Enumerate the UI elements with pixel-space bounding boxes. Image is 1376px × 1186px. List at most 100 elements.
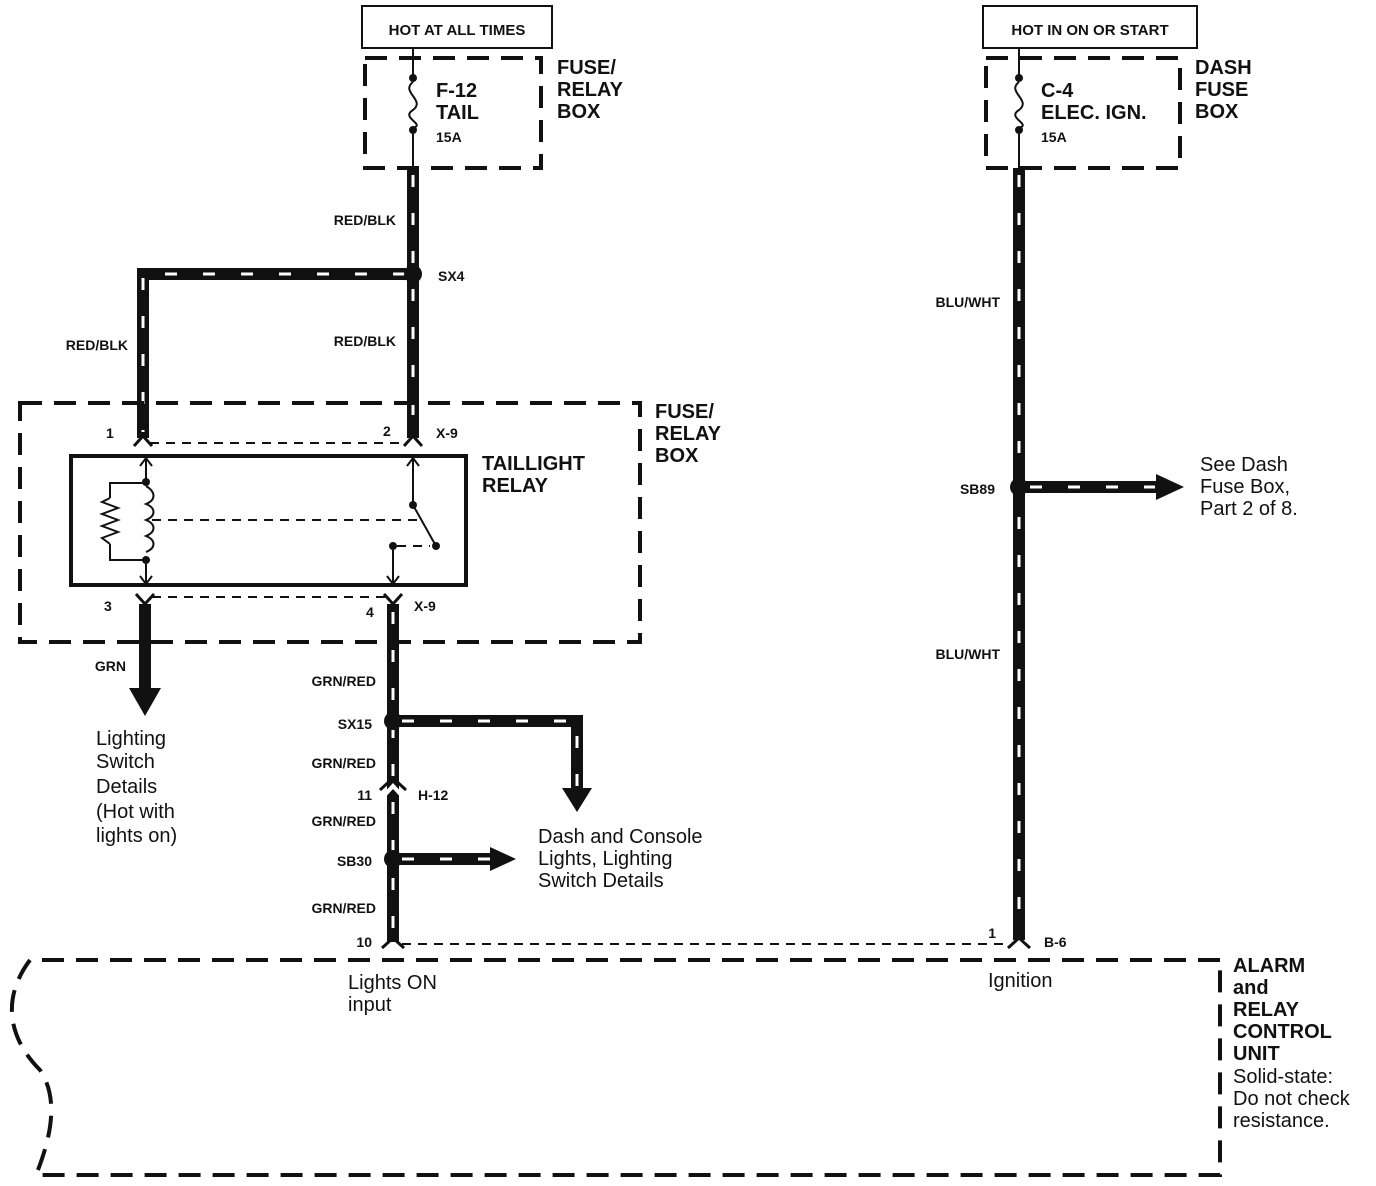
pin-4-label: 4 [366,604,374,620]
resistor-icon [99,497,121,545]
ignition-input: Ignition [988,970,1053,992]
pin-10-chevron [380,935,406,950]
relay-switch-contact-right [432,542,440,550]
hot-in-on-label: HOT IN ON OR START [1011,22,1168,39]
fuse-icon-f12 [408,81,418,129]
lights-on-input-1: Lights ON [348,972,437,994]
lighting-switch-ref-1: Lighting [96,728,166,750]
pin-2-chevron [402,433,424,448]
fuse-relay-box-mid [18,401,642,644]
wire-label-grn-red-4: GRN/RED [311,900,376,916]
wire-grn-red-sx15-branch-hatch [402,719,579,786]
alarm-unit-label-4: CONTROL [1233,1021,1332,1043]
relay-switch-blade [412,504,437,547]
see-dash-ref-2: Fuse Box, [1200,476,1290,498]
pin-11-label: 11 [357,787,372,803]
relay-resistor-frame [109,482,146,498]
f12-rating: 15A [436,129,462,145]
wire-label-grn-red-2: GRN/RED [311,755,376,771]
relay-arrow-up-right [406,456,420,467]
relay-switch-contact-left [389,542,397,550]
arrow-grn-down-icon [129,688,161,716]
arrow-sx15-down-icon [562,788,592,812]
alarm-unit-label-3: RELAY [1233,999,1300,1021]
alarm-unit-note-1: Solid-state: [1233,1066,1333,1088]
pin-2-label: 2 [383,423,391,439]
splice-sb30-label: SB30 [337,853,372,869]
pin-1-chevron [132,433,154,448]
c4-node-bottom [1015,126,1023,134]
f12-name: TAIL [436,102,479,124]
wire-label-red-blk-mid: RED/BLK [334,333,396,349]
connector-h12-chevron [380,783,406,800]
pin-10-label: 10 [356,934,372,950]
c4-rating: 15A [1041,129,1067,145]
wire-label-grn-red-1: GRN/RED [311,673,376,689]
relay-arrow-up-left [139,456,153,467]
splice-sb89-label: SB89 [960,481,995,497]
pin-b6-chevron [1006,935,1032,950]
arrow-sb89-right-icon [1156,474,1184,500]
connector-x9-top-label: X-9 [436,425,458,441]
c4-name: ELEC. IGN. [1041,102,1147,124]
arrow-sb30-right-icon [490,847,516,871]
fuse-icon-c4 [1014,81,1024,129]
f12-node-bottom [409,126,417,134]
see-dash-ref-1: See Dash [1200,454,1288,476]
connector-h12-label: H-12 [418,787,449,803]
pin-3-label: 3 [104,598,112,614]
taillight-relay-label-2: RELAY [482,475,549,497]
fuse-relay-box-mid-label-3: BOX [655,445,699,467]
fuse-relay-box-mid-label-2: RELAY [655,423,722,445]
hot-in-on-box [982,5,1198,49]
wire-red-blk-branch [137,268,413,438]
alarm-unit-note-3: resistance. [1233,1110,1330,1132]
c4-id: C-4 [1041,80,1074,102]
wire-label-grn-red-3: GRN/RED [311,813,376,829]
fuse-relay-box-top-label-2: RELAY [557,79,624,101]
dash-console-ref-3: Switch Details [538,870,664,892]
wire-label-grn: GRN [95,658,126,674]
lighting-switch-ref-4: (Hot with [96,801,175,823]
wire-red-blk-branch-hatch [141,272,405,432]
dash-console-ref-1: Dash and Console [538,826,703,848]
alarm-unit-label-5: UNIT [1233,1043,1280,1065]
pin-1-label: 1 [106,425,114,441]
dash-console-ref-2: Lights, Lighting [538,848,673,870]
splice-sx4-label: SX4 [438,268,465,284]
lighting-switch-ref-2: Switch [96,751,155,773]
see-dash-ref-3: Part 2 of 8. [1200,498,1298,520]
taillight-relay-label-1: TAILLIGHT [482,453,585,475]
relay-coil-icon [143,485,155,553]
splice-sx15-label: SX15 [338,716,372,732]
alarm-unit-box [9,958,1222,1177]
hot-at-all-times-box [361,5,553,49]
wire-label-blu-wht-2: BLU/WHT [935,646,1000,662]
wire-label-blu-wht-1: BLU/WHT [935,294,1000,310]
lighting-switch-ref-5: lights on) [96,825,177,847]
pin-1b-label: 1 [988,925,996,941]
fuse-relay-box-top-label-3: BOX [557,101,601,123]
connector-b6-label: B-6 [1044,934,1067,950]
wire-label-red-blk-top: RED/BLK [334,212,396,228]
taillight-relay-box [69,454,468,587]
dash-fuse-box-label-3: BOX [1195,101,1239,123]
wire-grn-red-sx15-branch [393,715,583,790]
splice-sb30 [384,850,402,868]
f12-node-top [409,74,417,82]
alarm-unit-label-1: ALARM [1233,955,1305,977]
fuse-relay-box-top [363,56,543,170]
pin-3-chevron [134,592,156,607]
hot-at-all-times-label: HOT AT ALL TIMES [389,22,526,39]
alarm-unit-note-2: Do not check [1233,1088,1351,1110]
splice-sx4 [404,265,422,283]
relay-arrow-down-left [139,575,153,586]
lights-on-input-2: input [348,994,392,1016]
dash-fuse-box [984,56,1182,170]
dash-fuse-box-label-2: FUSE [1195,79,1248,101]
dash-fuse-box-label-1: DASH [1195,57,1252,79]
fuse-relay-box-mid-label-1: FUSE/ [655,401,714,423]
f12-id: F-12 [436,80,477,102]
fuse-relay-box-top-label-1: FUSE/ [557,57,616,79]
